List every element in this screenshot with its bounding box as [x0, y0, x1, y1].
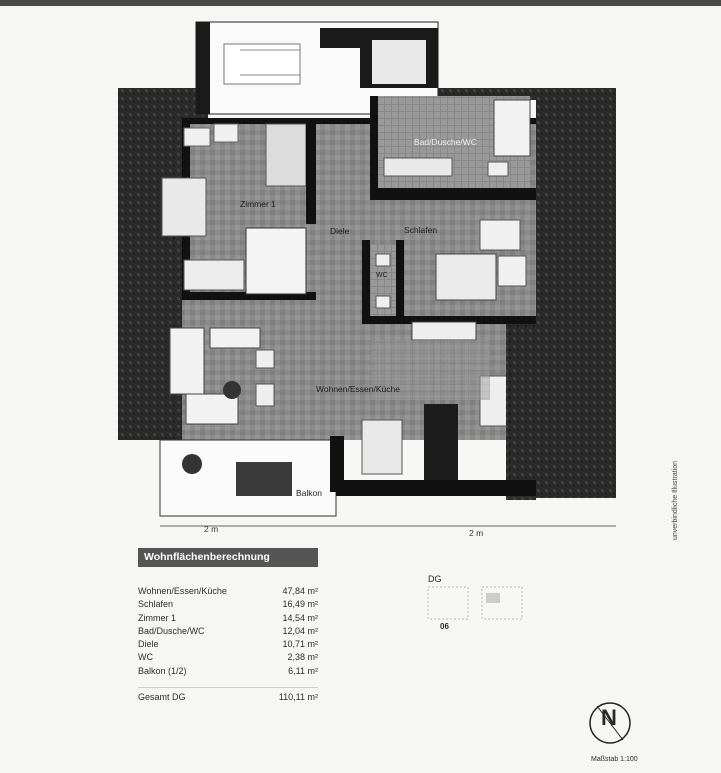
area-rows: Wohnen/Essen/Küche 47,84 m² Schlafen 16,…: [138, 585, 318, 678]
area-table-title: Wohnflächenberechnung: [138, 548, 318, 567]
area-room: Bad/Dusche/WC: [138, 625, 205, 636]
key-plan-thumbnail: [427, 586, 523, 620]
label-schlafen: Schlafen: [404, 225, 438, 235]
area-row: WC 2,38 m²: [138, 651, 318, 664]
area-room: Zimmer 1: [138, 612, 176, 623]
area-room: WC: [138, 652, 153, 663]
label-wc: WC: [376, 272, 388, 279]
area-value: 14,54 m²: [282, 612, 318, 623]
label-balkon: Balkon: [296, 488, 322, 498]
scale-ratio: Maßstab 1:100: [591, 756, 638, 763]
area-value: 6,11 m²: [288, 665, 318, 676]
label-diele: Diele: [330, 226, 350, 236]
label-zimmer1: Zimmer 1: [240, 199, 276, 209]
floor-plan: Zimmer 1 Bad/Dusche/WC Diele Schlafen WC…: [118, 21, 616, 538]
scale-label-left: 2 m: [204, 524, 219, 534]
key-plan-floor-label: DG: [428, 574, 442, 584]
area-row: Zimmer 1 14,54 m²: [138, 612, 318, 625]
scale-label-right: 2 m: [469, 528, 484, 538]
illustration-note: unverbindliche Illustration: [672, 461, 679, 540]
compass-letter: N: [601, 705, 617, 730]
key-plan-unit-number: 06: [440, 622, 449, 631]
area-row: Wohnen/Essen/Küche 47,84 m²: [138, 585, 318, 598]
area-calculation-table: Wohnflächenberechnung Wohnen/Essen/Küche…: [138, 548, 318, 702]
area-row: Schlafen 16,49 m²: [138, 598, 318, 611]
area-total-label: Gesamt DG: [138, 692, 186, 703]
label-bad: Bad/Dusche/WC: [414, 137, 477, 147]
roof-right: [536, 88, 616, 498]
area-value: 12,04 m²: [282, 625, 318, 636]
floor-plan-drawing: [118, 21, 616, 527]
label-wohnen: Wohnen/Essen/Küche: [316, 384, 400, 394]
area-row: Bad/Dusche/WC 12,04 m²: [138, 625, 318, 638]
area-row: Diele 10,71 m²: [138, 638, 318, 651]
area-room: Wohnen/Essen/Küche: [138, 586, 227, 596]
area-row: Balkon (1/2) 6,11 m²: [138, 665, 318, 678]
area-value: 47,84 m²: [282, 586, 318, 596]
area-total-value: 110,11 m²: [278, 692, 318, 703]
area-room: Balkon (1/2): [138, 665, 187, 676]
area-room: Schlafen: [138, 599, 174, 610]
area-room: Diele: [138, 639, 159, 650]
north-arrow-icon: [589, 702, 631, 744]
area-value: 16,49 m²: [282, 599, 318, 610]
top-border-bar: [0, 0, 721, 6]
area-value: 2,38 m²: [287, 652, 318, 663]
area-value: 10,71 m²: [282, 639, 318, 650]
area-total-row: Gesamt DG 110,11 m²: [138, 687, 318, 702]
